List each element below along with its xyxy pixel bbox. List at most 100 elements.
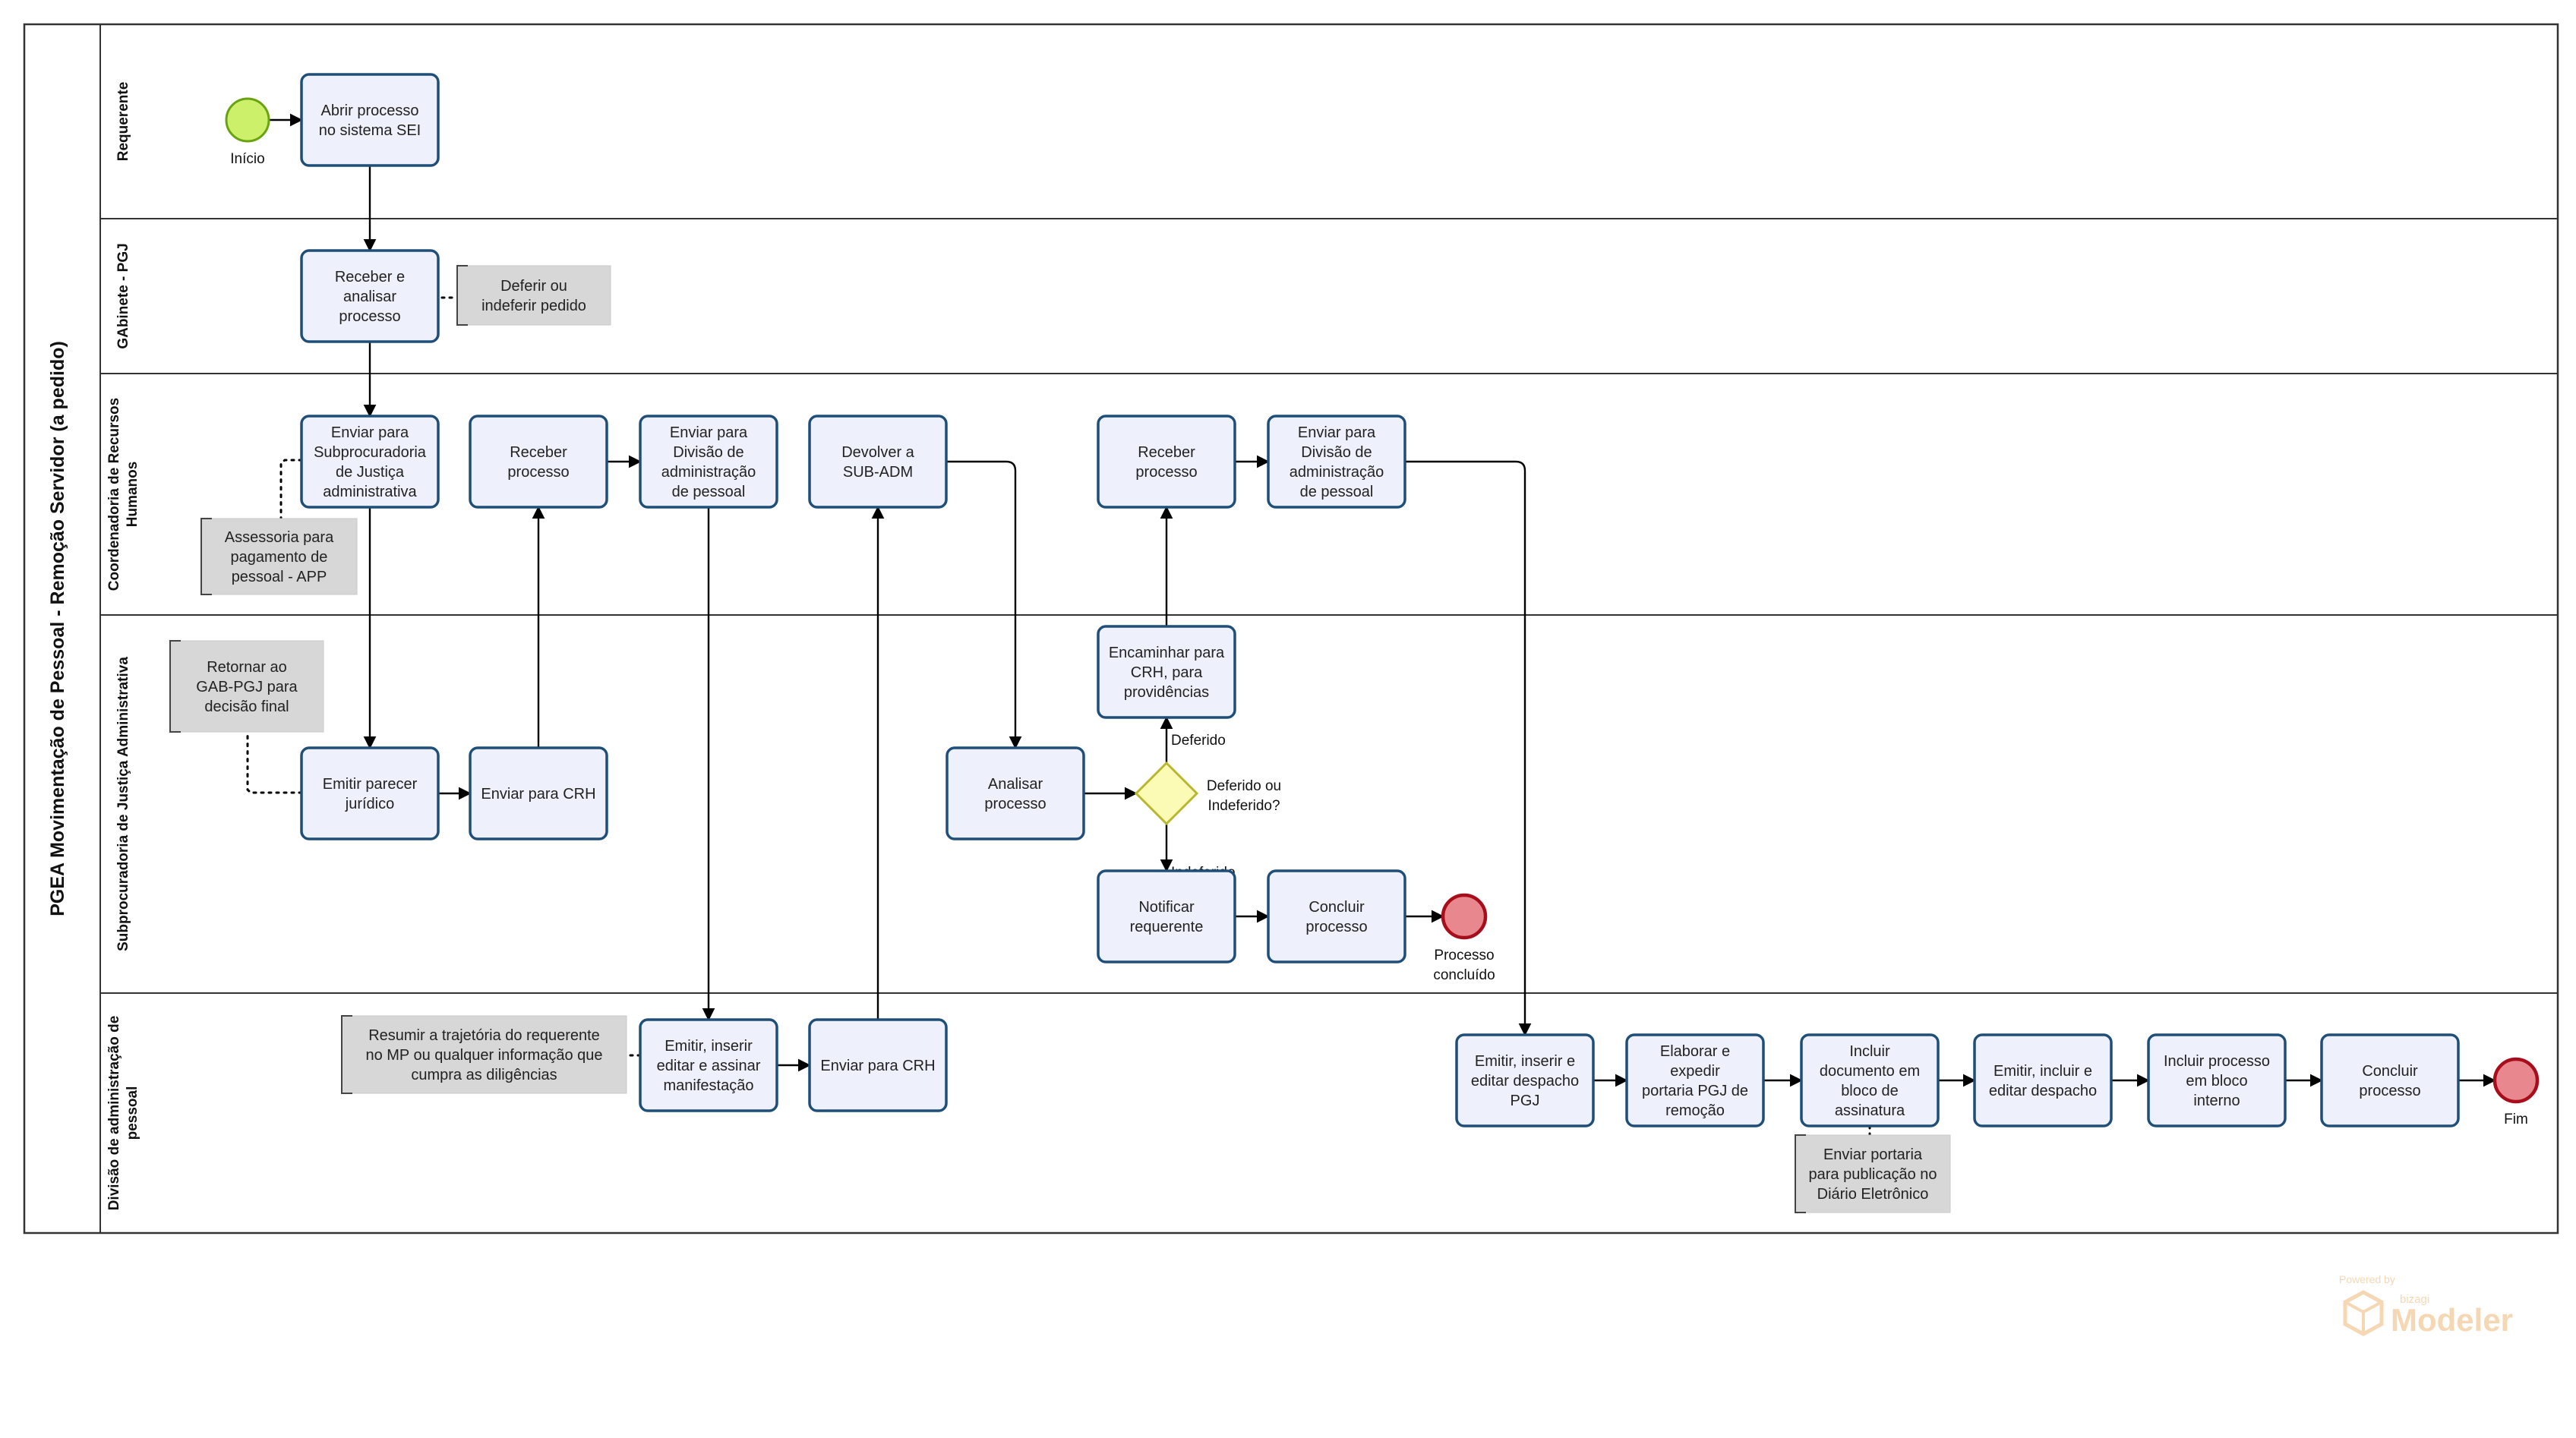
task-box[interactable] xyxy=(1800,1033,1940,1127)
start-event-circle[interactable] xyxy=(225,97,270,143)
task-box[interactable] xyxy=(300,746,440,840)
annotation-bracket xyxy=(341,1015,352,1094)
task-box[interactable] xyxy=(808,1018,948,1112)
task-box[interactable] xyxy=(1455,1033,1595,1127)
task-box[interactable] xyxy=(300,415,440,509)
label-line: processo xyxy=(1135,464,1197,481)
task-t16[interactable]: Enviar para CRH xyxy=(808,1018,948,1112)
task-box[interactable] xyxy=(469,415,608,509)
task-box[interactable] xyxy=(300,249,440,343)
annotation-box xyxy=(456,265,611,326)
end-event-circle[interactable] xyxy=(1441,893,1488,940)
label-line: Incluir processo xyxy=(2164,1053,2270,1070)
task-t10[interactable]: Enviar para CRH xyxy=(469,746,608,840)
label-line: Enviar para CRH xyxy=(820,1058,935,1074)
task-box[interactable] xyxy=(1625,1033,1765,1127)
pool-title: PGEA Movimentação de Pessoal - Remoção S… xyxy=(47,341,68,916)
label-line: Concluir xyxy=(2362,1063,2418,1080)
label-line: processo xyxy=(984,796,1046,812)
lane-title-line: Requerente xyxy=(115,82,131,162)
label-line: Início xyxy=(230,151,264,167)
task-box[interactable] xyxy=(639,415,778,509)
task-box[interactable] xyxy=(2147,1033,2287,1127)
label-line: Enviar para xyxy=(331,424,409,441)
label-line: cumpra as diligências xyxy=(411,1067,557,1083)
label-line: Subprocuradoria xyxy=(314,444,427,461)
label-line: decisão final xyxy=(204,699,289,715)
task-box[interactable] xyxy=(469,746,608,840)
start-event-start[interactable]: Início xyxy=(225,97,270,167)
label-line: editar e assinar xyxy=(657,1058,761,1074)
annotation-box xyxy=(1795,1134,1951,1213)
task-box[interactable] xyxy=(1267,869,1406,963)
task-box[interactable] xyxy=(1097,415,1236,509)
task-box[interactable] xyxy=(808,415,948,509)
end-event-circle[interactable] xyxy=(2492,1057,2540,1104)
task-box[interactable] xyxy=(945,746,1085,840)
gateway-diamond[interactable] xyxy=(1134,761,1199,826)
task-box[interactable] xyxy=(1267,415,1406,509)
annotation-box xyxy=(341,1015,627,1094)
lane-title-line: Coordenadoria de Recursos xyxy=(106,398,122,591)
label-line: Devolver a xyxy=(841,444,914,461)
label-line: requerente xyxy=(1130,919,1204,935)
association-line xyxy=(279,459,303,520)
label-line: Emitir parecer xyxy=(323,776,418,793)
lane-header-req: Requerente xyxy=(115,82,131,162)
task-box[interactable] xyxy=(639,1018,778,1112)
label-line: de Justiça xyxy=(336,464,405,481)
end-event-end2[interactable]: Fim xyxy=(2492,1057,2540,1127)
task-t22[interactable]: Concluir processo xyxy=(2320,1033,2460,1127)
task-box[interactable] xyxy=(300,73,440,167)
association-line xyxy=(246,730,303,794)
label-line: processo xyxy=(339,308,400,325)
task-box[interactable] xyxy=(1097,625,1236,719)
flow-label-deferido: Deferido xyxy=(1171,733,1226,749)
task-box[interactable] xyxy=(1973,1033,2113,1127)
task-box[interactable] xyxy=(1097,869,1236,963)
label-line: Divisão de xyxy=(673,444,743,461)
task-box[interactable] xyxy=(2320,1033,2460,1127)
watermark-product: Modeler xyxy=(2391,1302,2513,1338)
label-line: administração xyxy=(1290,464,1384,481)
label-line: Emitir, incluir e xyxy=(1994,1063,2092,1080)
task-label: Enviar para CRH xyxy=(820,1058,935,1074)
event-label: Início xyxy=(230,151,264,167)
label-line: Enviar portaria xyxy=(1823,1146,1923,1163)
label-line: processo xyxy=(2359,1083,2420,1099)
